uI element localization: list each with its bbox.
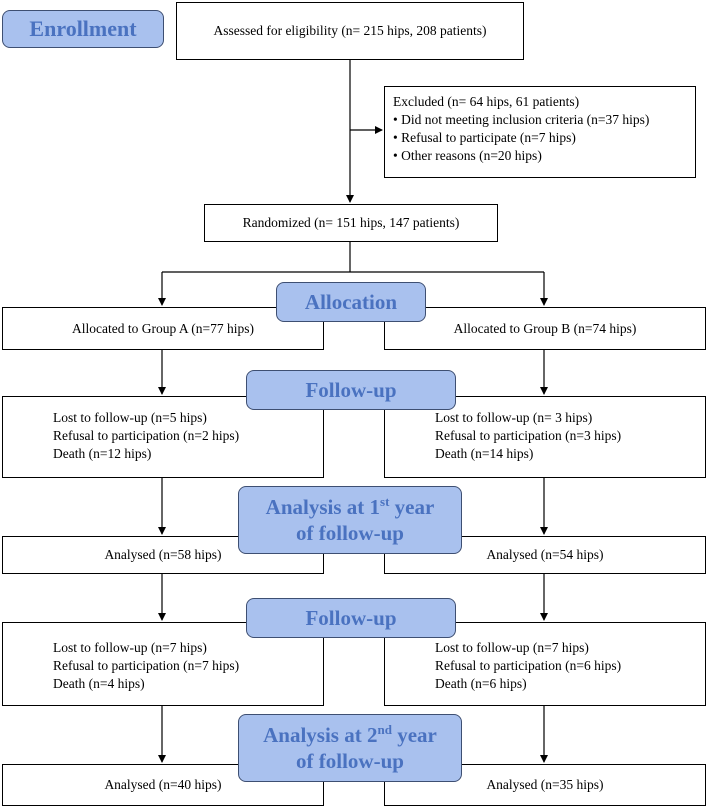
excluded-item: • Did not meeting inclusion criteria (n=… <box>393 112 650 127</box>
stage-analysis2-line1: Analysis at 2nd year <box>263 722 437 748</box>
randomized-box: Randomized (n= 151 hips, 147 patients) <box>204 204 498 242</box>
group-a-box: Allocated to Group A (n=77 hips) <box>2 307 324 350</box>
excluded-title: Excluded (n= 64 hips, 61 patients) <box>393 94 580 109</box>
stage-analysis1-line1-text: Analysis at 1 <box>265 495 381 519</box>
stage-followup2-label: Follow-up <box>305 606 397 630</box>
group-b-box: Allocated to Group B (n=74 hips) <box>384 307 706 350</box>
followup2-a-death: Death (n=4 hips) <box>53 676 145 691</box>
excluded-item: • Refusal to participate (n=7 hips) <box>393 130 576 145</box>
stage-followup2: Follow-up <box>246 598 456 638</box>
stage-analysis1-line2: of follow-up <box>296 521 404 545</box>
stage-analysis1-year: year <box>389 495 435 519</box>
followup2-b-refusal: Refusal to participation (n=6 hips) <box>435 658 622 673</box>
stage-allocation-label: Allocation <box>304 290 398 314</box>
followup2-a-lost: Lost to follow-up (n=7 hips) <box>53 640 207 655</box>
group-b-text: Allocated to Group B (n=74 hips) <box>453 320 637 336</box>
stage-followup1: Follow-up <box>246 370 456 410</box>
analysis2-b-text: Analysed (n=35 hips) <box>486 777 604 792</box>
followup1-a-death: Death (n=12 hips) <box>53 446 152 461</box>
followup2-b-lost: Lost to follow-up (n=7 hips) <box>435 640 589 655</box>
followup1-b-death: Death (n=14 hips) <box>435 446 534 461</box>
stage-allocation: Allocation <box>276 282 426 322</box>
followup1-b-refusal: Refusal to participation (n=3 hips) <box>435 428 622 443</box>
excluded-item: • Other reasons (n=20 hips) <box>393 148 542 163</box>
stage-analysis1: Analysis at 1st year of follow-up <box>238 486 462 554</box>
stage-analysis2-line2: of follow-up <box>296 749 404 773</box>
stage-analysis1-line1: Analysis at 1st year <box>266 494 435 520</box>
followup1-a-refusal: Refusal to participation (n=2 hips) <box>53 428 240 443</box>
assessed-box: Assessed for eligibility (n= 215 hips, 2… <box>176 2 524 60</box>
analysis1-b-text: Analysed (n=54 hips) <box>486 547 604 562</box>
stage-followup1-label: Follow-up <box>305 378 397 402</box>
analysis1-a-text: Analysed (n=58 hips) <box>104 547 222 562</box>
assessed-text: Assessed for eligibility (n= 215 hips, 2… <box>213 23 487 38</box>
stage-analysis2: Analysis at 2nd year of follow-up <box>238 714 462 782</box>
stage-analysis2-year: year <box>391 723 437 747</box>
followup2-b-death: Death (n=6 hips) <box>435 676 527 691</box>
followup1-b-lost: Lost to follow-up (n= 3 hips) <box>435 410 593 425</box>
analysis2-a-text: Analysed (n=40 hips) <box>104 777 222 792</box>
stage-enrollment: Enrollment <box>2 10 164 48</box>
followup2-a-refusal: Refusal to participation (n=7 hips) <box>53 658 240 673</box>
stage-enrollment-label: Enrollment <box>29 16 137 41</box>
stage-analysis2-ordinal: nd <box>377 722 392 737</box>
randomized-text: Randomized (n= 151 hips, 147 patients) <box>242 215 460 230</box>
followup1-a-lost: Lost to follow-up (n=5 hips) <box>53 410 207 425</box>
stage-analysis1-ordinal: st <box>380 494 390 509</box>
excluded-box: Excluded (n= 64 hips, 61 patients) • Did… <box>384 86 696 178</box>
followup1-a-box: Lost to follow-up (n=5 hips) Refusal to … <box>2 396 324 478</box>
stage-analysis2-line1-text: Analysis at 2 <box>263 723 378 747</box>
group-a-text: Allocated to Group A (n=77 hips) <box>72 320 254 336</box>
